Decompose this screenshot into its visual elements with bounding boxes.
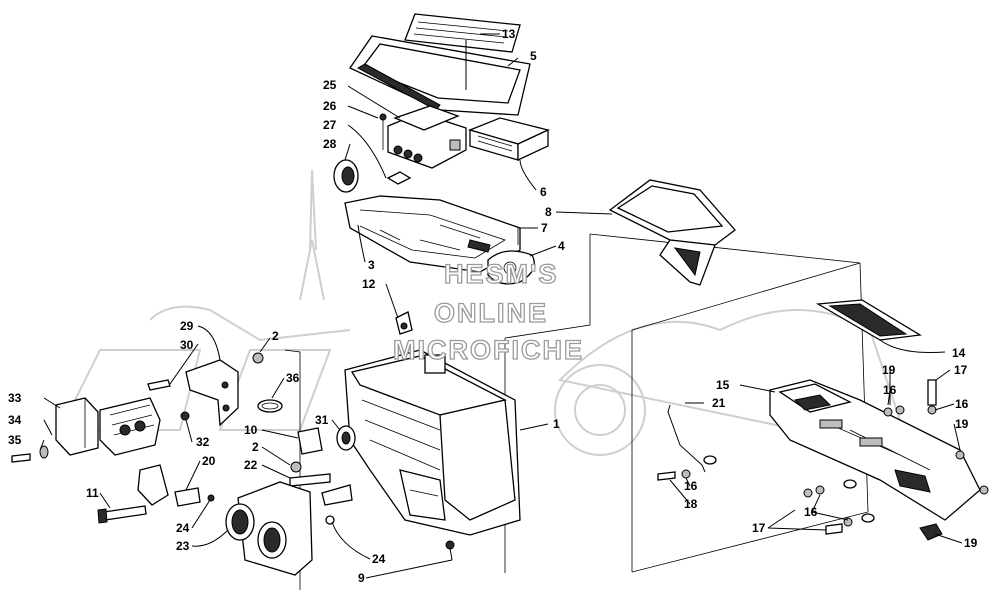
watermark-line-2: ONLINE xyxy=(434,298,548,328)
part-6-filter xyxy=(468,117,550,162)
callout-17-lower: 17 xyxy=(752,521,766,535)
callout-12: 12 xyxy=(362,277,376,291)
part-36-clamp xyxy=(257,399,283,413)
watermark: HESM'S ONLINE MICROFICHE xyxy=(392,258,584,365)
part-25-module xyxy=(379,105,467,169)
part-14-gasket xyxy=(815,299,922,341)
callout-27: 27 xyxy=(323,118,337,132)
part-8-duct xyxy=(608,179,736,286)
callout-16-lower: 16 xyxy=(804,505,818,519)
part-5-airbox-cover xyxy=(349,35,531,116)
callout-28: 28 xyxy=(323,137,337,151)
part-33-cover xyxy=(11,397,99,463)
callout-22: 22 xyxy=(244,458,258,472)
callout-35: 35 xyxy=(8,433,22,447)
part-29-bracket xyxy=(147,359,239,427)
callout-8: 8 xyxy=(545,205,552,219)
callout-16-left: 16 xyxy=(684,479,698,493)
sensor-assembly xyxy=(99,397,190,506)
part-12-fastener xyxy=(395,311,413,335)
callout-34: 34 xyxy=(8,413,22,427)
callout-32: 32 xyxy=(196,435,210,449)
callout-2-upper: 2 xyxy=(272,329,279,343)
callout-19-upper: 19 xyxy=(882,363,896,377)
callout-11: 11 xyxy=(86,486,99,500)
callout-16-right: 16 xyxy=(955,397,969,411)
part-13-label xyxy=(404,13,521,53)
callout-20: 20 xyxy=(202,454,216,468)
callout-16-upper: 16 xyxy=(883,383,897,397)
callout-24-left: 24 xyxy=(176,521,190,535)
callout-9: 9 xyxy=(358,571,365,585)
fasteners-right xyxy=(657,379,989,541)
part-10-part-31 xyxy=(297,425,356,455)
callout-21: 21 xyxy=(712,396,726,410)
callout-numbers: 13 5 25 26 27 28 6 8 7 4 3 12 29 30 2 36… xyxy=(8,27,978,585)
callout-10: 10 xyxy=(244,423,258,437)
callout-3: 3 xyxy=(368,258,375,272)
callout-24-right: 24 xyxy=(372,552,386,566)
callout-23: 23 xyxy=(176,539,190,553)
part-1-airbox-base xyxy=(344,349,521,561)
callout-14: 14 xyxy=(952,346,966,360)
callout-4: 4 xyxy=(558,239,565,253)
callout-19-right: 19 xyxy=(955,417,969,431)
exploded-view-frames xyxy=(284,233,869,590)
callout-6: 6 xyxy=(540,185,547,199)
part-4-gasket xyxy=(487,228,535,285)
part-21-rod xyxy=(667,404,717,473)
callout-13: 13 xyxy=(502,27,516,41)
callout-1: 1 xyxy=(553,417,560,431)
watermark-line-1: HESM'S xyxy=(444,259,558,289)
callout-36: 36 xyxy=(286,371,300,385)
callout-2-lower: 2 xyxy=(252,440,259,454)
callout-26: 26 xyxy=(323,99,337,113)
callout-29: 29 xyxy=(180,319,194,333)
callout-7: 7 xyxy=(541,221,548,235)
watermark-line-3: MICROFICHE xyxy=(393,335,584,365)
callout-31: 31 xyxy=(315,413,329,427)
callout-18: 18 xyxy=(684,497,698,511)
callout-33: 33 xyxy=(8,391,22,405)
part-28-grommet xyxy=(333,159,412,193)
callout-15: 15 xyxy=(716,378,730,392)
part-23-inlet xyxy=(225,481,313,576)
leader-lines xyxy=(39,33,963,579)
part-15-silencer xyxy=(769,379,981,521)
callout-25: 25 xyxy=(323,78,337,92)
callout-19-lower: 19 xyxy=(964,536,978,550)
part-3-tray xyxy=(344,195,521,273)
callout-17-upper: 17 xyxy=(954,363,968,377)
callout-5: 5 xyxy=(530,49,537,63)
callout-30: 30 xyxy=(180,338,194,352)
